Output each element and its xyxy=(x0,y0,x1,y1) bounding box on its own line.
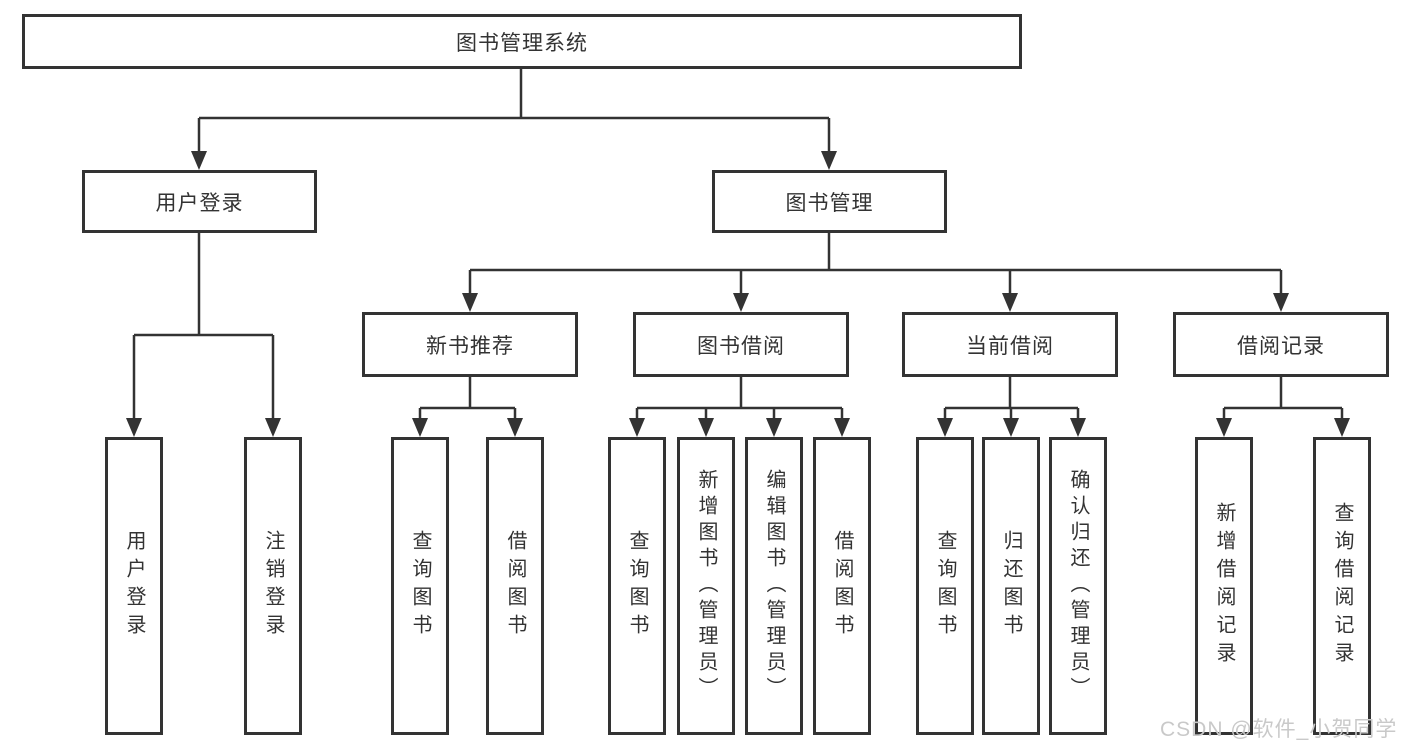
node-label: 查询借阅记录 xyxy=(1331,502,1353,670)
leaf-borrow-add-books-admin: 新增图书（管理员） xyxy=(677,437,735,735)
node-label: 新书推荐 xyxy=(426,334,514,358)
node-root-system: 图书管理系统 xyxy=(22,14,1022,69)
connector-root-to-level2 xyxy=(191,69,837,170)
node-label: 归还图书 xyxy=(1000,530,1022,642)
connector-records-to-leaves xyxy=(1216,377,1350,437)
node-label: 新增图书（管理员） xyxy=(695,469,717,703)
node-label: 借阅图书 xyxy=(831,530,853,642)
node-current-borrow: 当前借阅 xyxy=(902,312,1118,377)
leaf-current-confirm-return-admin: 确认归还（管理员） xyxy=(1049,437,1107,735)
node-label: 图书管理 xyxy=(785,191,874,215)
node-label: 注销登录 xyxy=(262,530,284,642)
leaf-current-query-books: 查询图书 xyxy=(916,437,974,735)
leaf-borrow-edit-books-admin: 编辑图书（管理员） xyxy=(745,437,803,735)
leaf-user-login: 用户登录 xyxy=(105,437,163,735)
node-label: 用户登录 xyxy=(155,191,244,215)
node-label: 图书借阅 xyxy=(697,334,785,358)
node-user-login: 用户登录 xyxy=(82,170,317,233)
leaf-current-return-books: 归还图书 xyxy=(982,437,1040,735)
leaf-recommend-borrow-books: 借阅图书 xyxy=(486,437,544,735)
connector-recommend-to-leaves xyxy=(412,377,523,437)
leaf-logout-login: 注销登录 xyxy=(244,437,302,735)
connector-book-management-to-level3 xyxy=(462,233,1289,312)
node-label: 借阅记录 xyxy=(1237,334,1325,358)
node-label: 确认归还（管理员） xyxy=(1067,469,1089,703)
leaf-recommend-query-books: 查询图书 xyxy=(391,437,449,735)
leaf-records-query-record: 查询借阅记录 xyxy=(1313,437,1371,735)
node-book-borrow: 图书借阅 xyxy=(633,312,849,377)
connector-user-login-to-leaves xyxy=(126,233,281,437)
node-label: 新增借阅记录 xyxy=(1213,502,1235,670)
leaf-borrow-borrow-books: 借阅图书 xyxy=(813,437,871,735)
node-label: 用户登录 xyxy=(123,530,145,642)
connector-borrow-to-leaves xyxy=(629,377,850,437)
node-label: 查询图书 xyxy=(409,530,431,642)
node-label: 借阅图书 xyxy=(504,530,526,642)
node-new-book-recommend: 新书推荐 xyxy=(362,312,578,377)
connector-current-to-leaves xyxy=(937,377,1086,437)
leaf-borrow-query-books: 查询图书 xyxy=(608,437,666,735)
node-label: 查询图书 xyxy=(626,530,648,642)
node-book-management: 图书管理 xyxy=(712,170,947,233)
node-label: 当前借阅 xyxy=(966,334,1054,358)
leaf-records-add-record: 新增借阅记录 xyxy=(1195,437,1253,735)
node-borrow-records: 借阅记录 xyxy=(1173,312,1389,377)
node-label: 图书管理系统 xyxy=(456,31,588,55)
node-label: 编辑图书（管理员） xyxy=(763,469,785,703)
node-label: 查询图书 xyxy=(934,530,956,642)
